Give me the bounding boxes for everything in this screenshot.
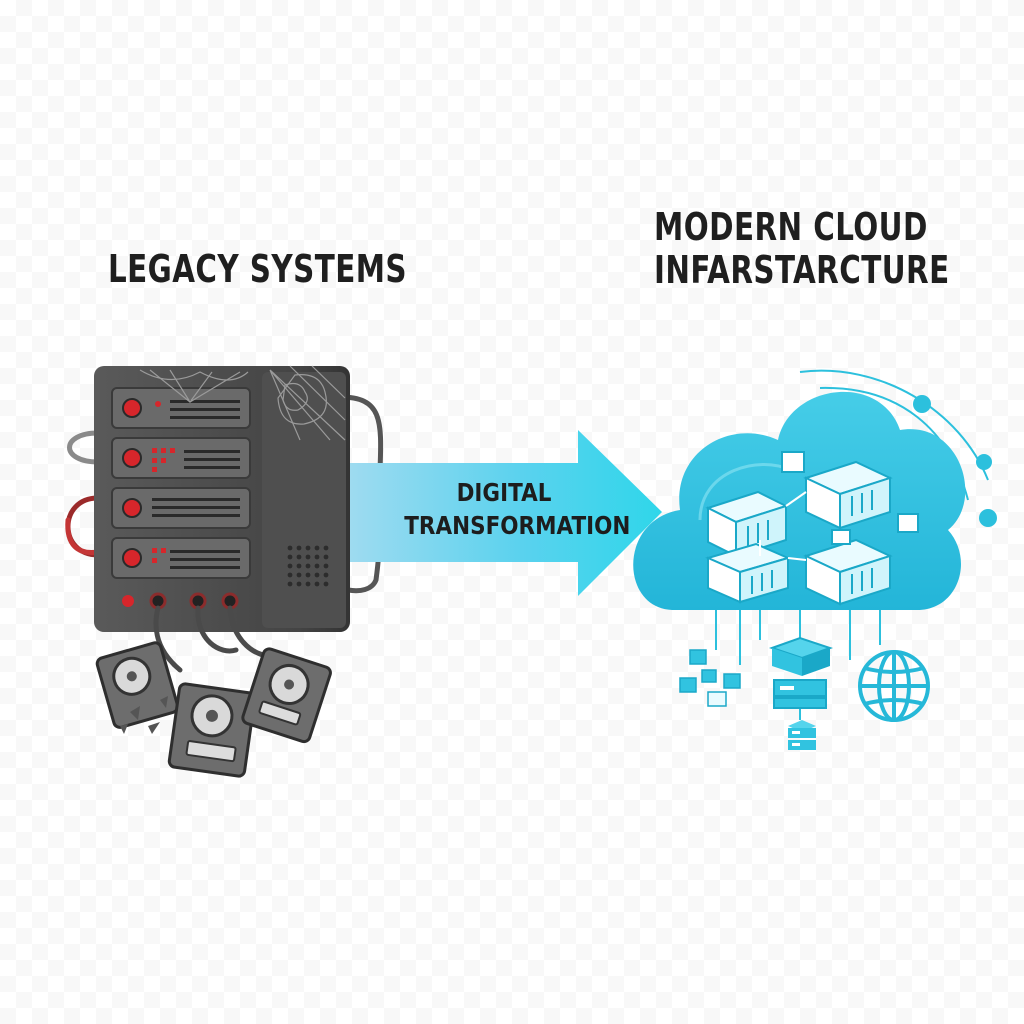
drive-bays	[111, 387, 251, 610]
globe-icon	[858, 650, 930, 722]
modern-cloud-title-line1: MODERN CLOUD	[654, 205, 928, 249]
digital-transformation-label: DIGITAL TRANSFORMATION	[404, 476, 631, 542]
cloud-icon	[633, 369, 997, 611]
drive-bay-1	[111, 387, 251, 429]
small-data-blocks	[679, 649, 741, 707]
database-small	[788, 720, 816, 750]
debris	[120, 696, 168, 734]
modern-cloud-title: MODERN CLOUD INFARSTARCTURE	[654, 206, 950, 291]
modern-cloud-title-line2: INFARSTARCTURE	[654, 247, 950, 292]
container-links	[759, 491, 807, 561]
legacy-systems-title: LEGACY SYSTEMS	[108, 247, 408, 291]
small-cubes	[781, 451, 919, 545]
arrow-label-line2: TRANSFORMATION	[404, 511, 631, 540]
cobweb-icon	[139, 365, 346, 441]
resource-connectors	[715, 610, 881, 720]
arrow-label-line1: DIGITAL	[456, 478, 552, 507]
database-icon	[768, 636, 834, 750]
cloud-resources	[679, 610, 930, 750]
drive-bay-4	[111, 537, 251, 579]
server-rack-icon	[65, 365, 384, 673]
arrow-icon	[350, 430, 662, 596]
hard-drive-3	[241, 647, 332, 744]
container-4	[803, 538, 893, 606]
vent-grille	[287, 545, 329, 587]
hard-drive-1	[95, 641, 180, 729]
container-1	[705, 490, 789, 558]
hard-drive-2	[167, 682, 257, 778]
hard-drive-icon	[95, 641, 332, 778]
container-3	[705, 542, 791, 604]
network-node-icon	[913, 395, 997, 527]
power-panel	[122, 592, 239, 610]
container-2	[803, 460, 893, 530]
drive-bay-3	[111, 487, 251, 529]
container-cube-icon	[705, 451, 919, 606]
drive-bay-2	[111, 437, 251, 479]
